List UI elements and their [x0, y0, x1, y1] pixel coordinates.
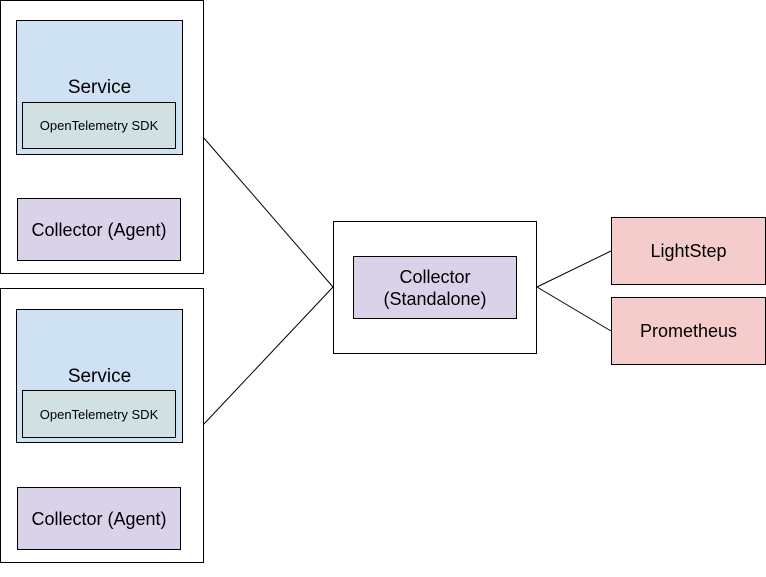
collector-agent-label-2: Collector (Agent) [31, 508, 167, 529]
host2-to-standalone-connector [202, 286, 334, 426]
service-label-2: Service [67, 366, 132, 387]
prometheus-box: Prometheus [611, 297, 766, 365]
standalone-to-lightstep-connector [536, 250, 612, 288]
collector-agent-label-1: Collector (Agent) [31, 219, 167, 240]
collector-standalone-label-line2: (Standalone) [383, 288, 487, 309]
host1-to-standalone-connector [202, 136, 334, 288]
opentelemetry-sdk-box-2: OpenTelemetry SDK [22, 390, 176, 438]
sdk-label-2: OpenTelemetry SDK [39, 406, 159, 422]
opentelemetry-sdk-box-1: OpenTelemetry SDK [22, 102, 176, 149]
service-label-1: Service [67, 77, 132, 98]
collector-standalone-label-line1: Collector [399, 266, 471, 287]
collector-agent-box-1: Collector (Agent) [17, 198, 181, 261]
standalone-to-prometheus-connector [536, 286, 612, 332]
collector-standalone-box: Collector (Standalone) [353, 256, 517, 319]
sdk-label-1: OpenTelemetry SDK [39, 118, 159, 133]
collector-agent-box-2: Collector (Agent) [17, 487, 181, 550]
prometheus-label: Prometheus [639, 320, 738, 341]
lightstep-label: LightStep [650, 240, 727, 261]
lightstep-box: LightStep [611, 217, 766, 285]
